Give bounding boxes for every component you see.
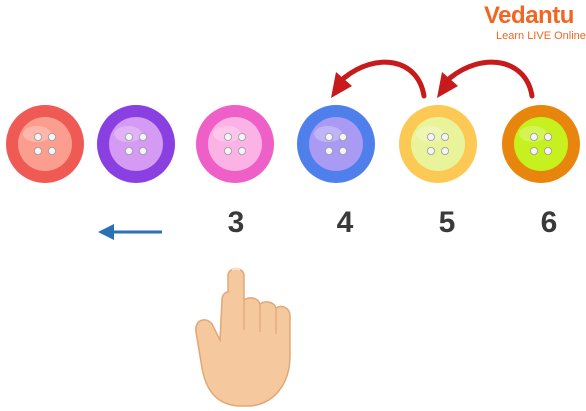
red-button-icon bbox=[6, 105, 84, 183]
arrowhead-icon bbox=[331, 72, 352, 98]
pink-button-icon bbox=[196, 105, 274, 183]
buttons-row bbox=[6, 105, 580, 183]
blue-button-icon bbox=[297, 105, 375, 183]
count-number: 6 bbox=[540, 206, 558, 239]
count-number: 4 bbox=[336, 206, 354, 239]
arrowhead-icon bbox=[437, 72, 458, 98]
left-arrowhead-icon bbox=[98, 224, 114, 240]
curved-arrow-icon bbox=[341, 59, 427, 99]
curved-arrow-icon bbox=[447, 59, 535, 99]
count-number: 5 bbox=[438, 206, 456, 239]
logo-wordmark: Vedantu bbox=[484, 2, 574, 29]
orange-button-icon bbox=[502, 105, 580, 183]
pointing-hand-icon bbox=[195, 267, 291, 407]
count-number: 3 bbox=[227, 206, 245, 239]
vedantu-logo: Vedantu Learn LIVE Online bbox=[482, 2, 586, 44]
purple-button-icon bbox=[97, 105, 175, 183]
yellow-button-icon bbox=[399, 105, 477, 183]
logo-tagline: Learn LIVE Online bbox=[496, 30, 586, 42]
